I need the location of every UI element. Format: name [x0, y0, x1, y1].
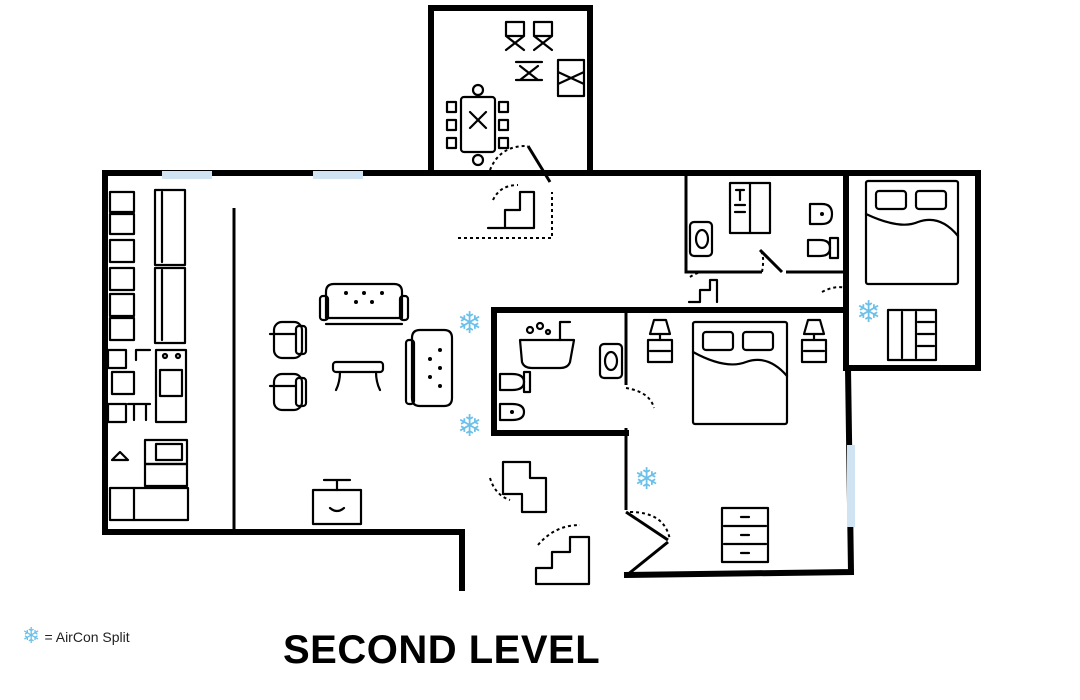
stove-icon [106, 348, 188, 424]
dresser-icon [720, 506, 770, 564]
bidet-icon [498, 402, 526, 422]
door [526, 145, 552, 183]
toilet-icon [806, 236, 840, 260]
aircon-units: ❄ ❄ ❄ ❄ [457, 295, 881, 497]
sink-icon [106, 348, 152, 424]
stairs-icon [458, 184, 553, 239]
sofa-icon [404, 328, 454, 408]
stairs-icon [687, 270, 719, 304]
door [758, 248, 784, 274]
director-chair-icon [556, 58, 586, 98]
stairs-icon [489, 460, 548, 514]
nightstand-icon [646, 318, 674, 364]
double-bed-icon [691, 320, 789, 426]
washbasin-icon [688, 220, 714, 258]
door [626, 540, 669, 577]
armchair-icon [268, 320, 308, 360]
stairs-icon [534, 524, 591, 586]
shower-icon [728, 181, 772, 235]
sofa-icon [318, 282, 410, 326]
legend-label: = AirCon Split [44, 629, 130, 645]
wardrobe-icon [886, 308, 938, 362]
armchair-icon [268, 372, 308, 412]
snowflake-icon: ❄ [457, 409, 482, 444]
kitchen-cabinets-icon [108, 188, 187, 345]
outdoor-dining-table-icon [445, 83, 510, 167]
folding-table-icon [514, 60, 544, 82]
tv-stand-icon [311, 478, 363, 526]
washbasin-icon [598, 342, 624, 380]
snowflake-icon: ❄ [634, 462, 659, 497]
double-bed-icon [864, 179, 960, 286]
doors [489, 144, 847, 577]
bidet-icon [808, 202, 834, 226]
snowflake-icon: ❄ [856, 295, 881, 330]
fridge-icon [108, 438, 190, 522]
windows [162, 171, 855, 527]
door [625, 510, 669, 542]
director-chair-icon [532, 20, 554, 52]
nightstand-icon [800, 318, 828, 364]
snowflake-icon: ❄ [22, 624, 41, 649]
legend: ❄ = AirCon Split [22, 626, 130, 648]
bathtub-icon [518, 320, 576, 370]
toilet-icon [498, 370, 532, 394]
coffee-table-icon [331, 360, 385, 392]
walls [102, 5, 981, 591]
snowflake-icon: ❄ [457, 306, 482, 341]
director-chair-icon [504, 20, 526, 52]
page-title: SECOND LEVEL [283, 628, 601, 672]
